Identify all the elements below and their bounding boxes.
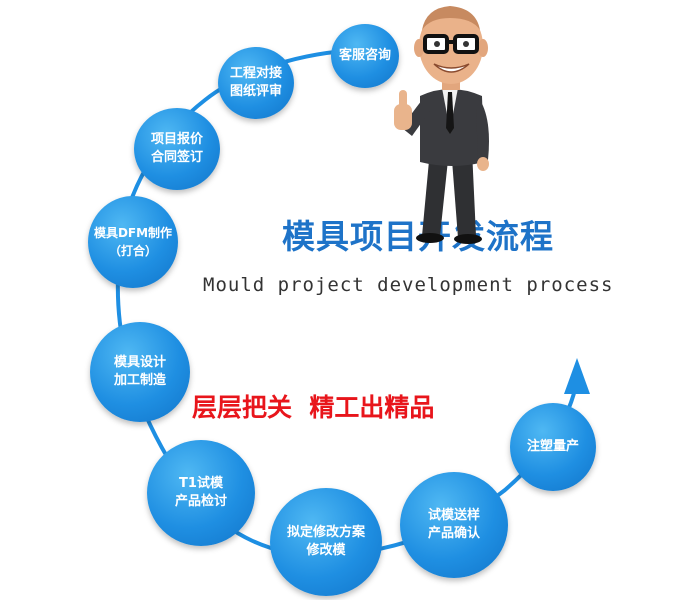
step-dfm: 模具DFM制作 （打合） (88, 196, 178, 288)
arrow-head-icon (564, 358, 590, 394)
slogan: 层层把关 精工出精品 (192, 393, 435, 422)
step-engineering-review: 工程对接 图纸评审 (218, 47, 294, 119)
step-design-manufacture: 模具设计 加工制造 (90, 322, 190, 422)
step-customer-consult: 客服咨询 (331, 24, 399, 88)
step-t1-trial: T1试模 产品检讨 (147, 440, 255, 546)
step-sample-confirm: 试模送样 产品确认 (400, 472, 508, 578)
thumbs-up-businessman-icon (394, 6, 489, 244)
step-mass-production: 注塑量产 (510, 403, 596, 491)
title-english: Mould project development process (203, 274, 614, 296)
step-modification-plan: 拟定修改方案 修改模 (270, 488, 382, 596)
step-quote-contract: 项目报价 合同签订 (134, 108, 220, 190)
